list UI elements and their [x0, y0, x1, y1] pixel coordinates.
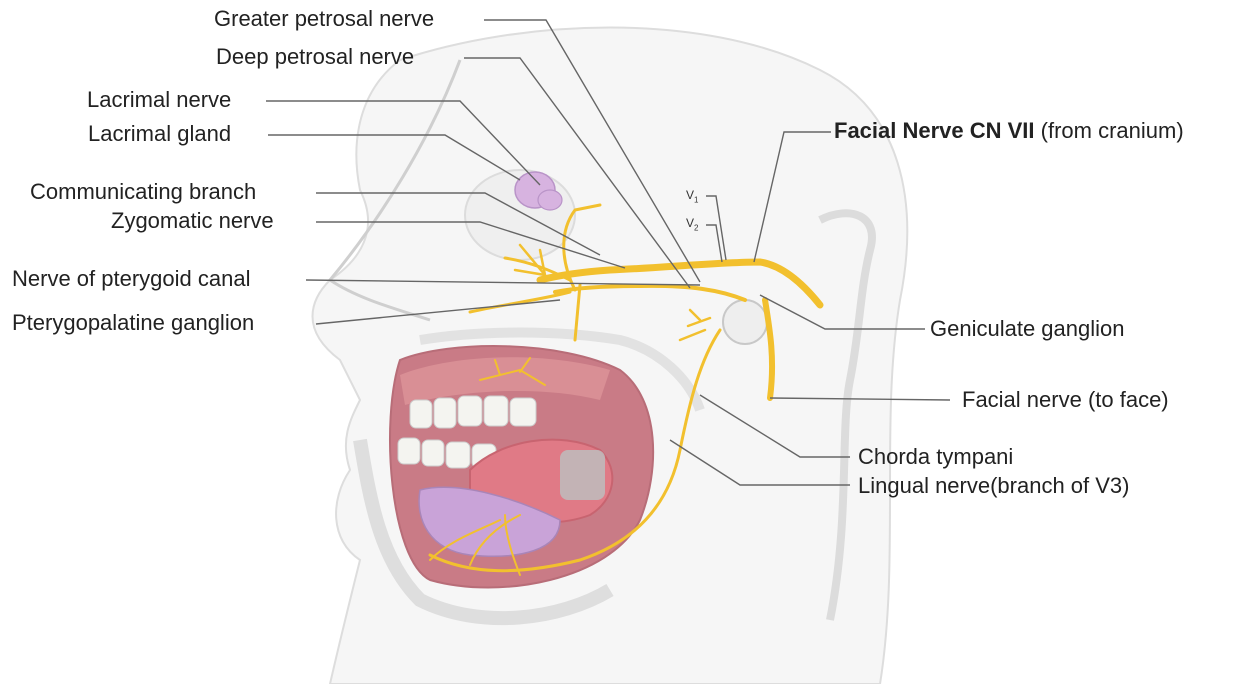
label-chorda-tympani: Chorda tympani: [858, 446, 1013, 468]
label-v2: V2: [686, 217, 698, 232]
label-zygomatic-nerve: Zygomatic nerve: [111, 210, 274, 232]
label-greater-petrosal-nerve: Greater petrosal nerve: [214, 8, 434, 30]
facial-nerve-title-bold: Facial Nerve CN VII: [834, 118, 1035, 143]
label-lacrimal-gland: Lacrimal gland: [88, 123, 231, 145]
label-facial-nerve-to-face: Facial nerve (to face): [962, 389, 1169, 411]
label-communicating-branch: Communicating branch: [30, 181, 256, 203]
label-v1: V1: [686, 189, 698, 204]
label-lingual-nerve: Lingual nerve(branch of V3): [858, 475, 1130, 497]
upper-teeth: [410, 396, 536, 428]
label-lacrimal-nerve: Lacrimal nerve: [87, 89, 231, 111]
label-geniculate-ganglion: Geniculate ganglion: [930, 318, 1124, 340]
label-facial-nerve-cn-vii: Facial Nerve CN VII (from cranium): [834, 120, 1184, 142]
geniculate-ganglion-shape: [723, 300, 767, 344]
facial-nerve-title-rest: (from cranium): [1035, 118, 1184, 143]
tongue-section: [560, 450, 605, 500]
label-pterygopalatine-ganglion: Pterygopalatine ganglion: [12, 312, 254, 334]
label-deep-petrosal-nerve: Deep petrosal nerve: [216, 46, 414, 68]
label-nerve-of-pterygoid-canal: Nerve of pterygoid canal: [12, 268, 250, 290]
